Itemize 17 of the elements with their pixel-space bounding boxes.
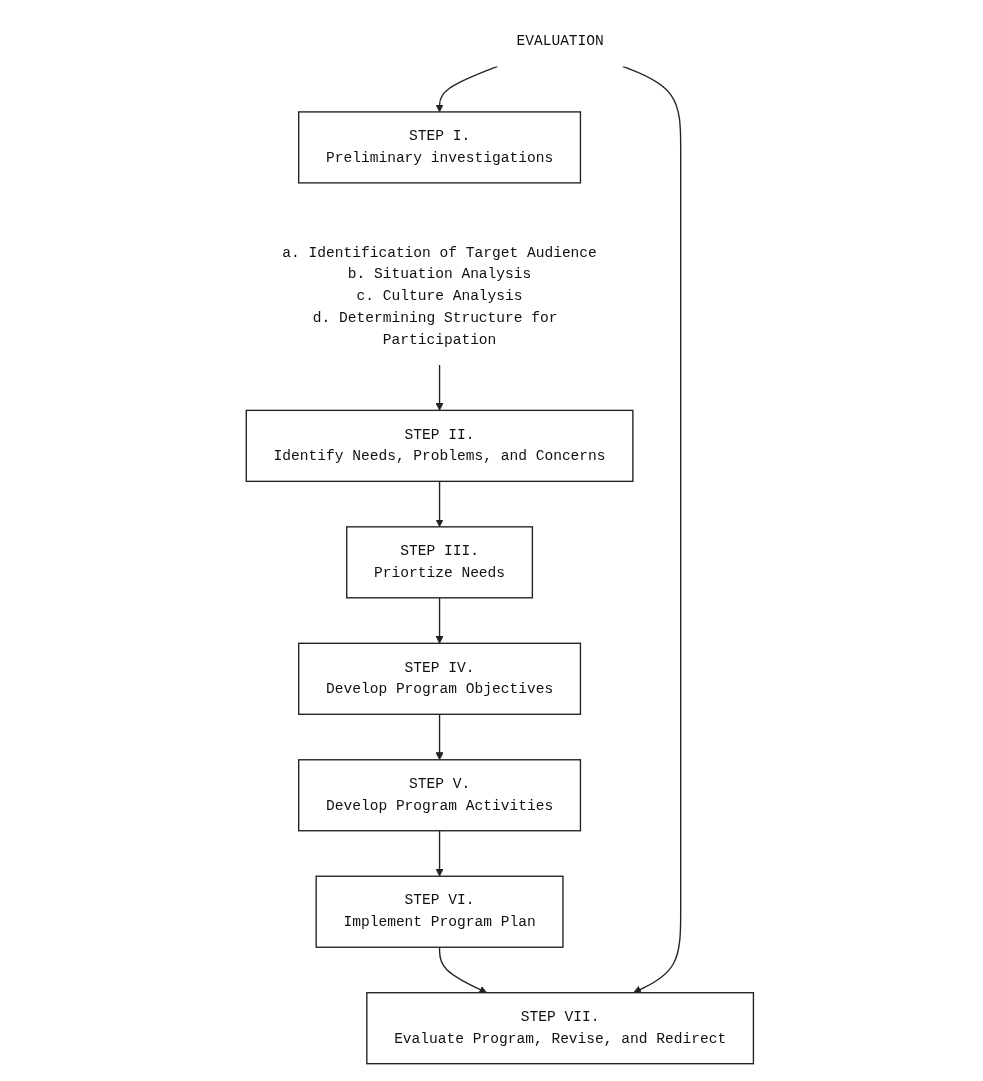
node-box: STEP IV. Develop Program Objectives xyxy=(297,642,581,715)
arrow xyxy=(435,830,444,877)
node-box: STEP III. Priortize Needs xyxy=(345,526,533,599)
arrow xyxy=(435,65,498,113)
node-text: EVALUATION xyxy=(516,33,604,51)
node-box: STEP VII. Evaluate Program, Revise, and Redirect xyxy=(365,992,754,1065)
arrow xyxy=(435,713,444,761)
arrow xyxy=(435,364,444,411)
node-box: STEP I. Preliminary investigations xyxy=(297,111,581,184)
arrow xyxy=(435,597,444,644)
node-box: STEP V. Develop Program Activities xyxy=(297,759,581,832)
node-box: STEP II. Identify Needs, Problems, and Concerns xyxy=(245,409,634,483)
arrow xyxy=(438,946,487,994)
node-box: STEP VI. Implement Program Plan xyxy=(315,875,564,948)
node-text: a. Identification of Target Audience b. Situation Analysis c. Culture Analysis d. Determining Structure for Participation xyxy=(281,244,597,349)
arrow xyxy=(621,65,681,994)
arrow xyxy=(435,480,444,528)
